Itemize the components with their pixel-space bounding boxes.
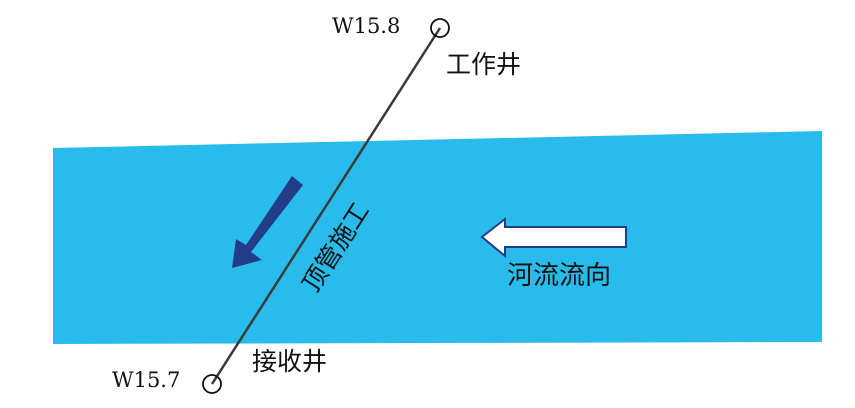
receive-well-marker <box>202 374 222 394</box>
river-flow-arrow <box>480 216 627 259</box>
work-well-marker <box>430 18 450 38</box>
receive-well-label: 接收井 <box>252 347 327 376</box>
river-flow-label: 河流流向 <box>507 261 611 291</box>
river <box>53 131 822 344</box>
pipe-line <box>210 27 442 385</box>
receive-well-id-label: W15.7 <box>112 368 180 392</box>
work-well-id-label: W15.8 <box>332 14 400 38</box>
work-well-label: 工作井 <box>446 50 521 79</box>
jacking-direction-arrow <box>232 176 303 268</box>
